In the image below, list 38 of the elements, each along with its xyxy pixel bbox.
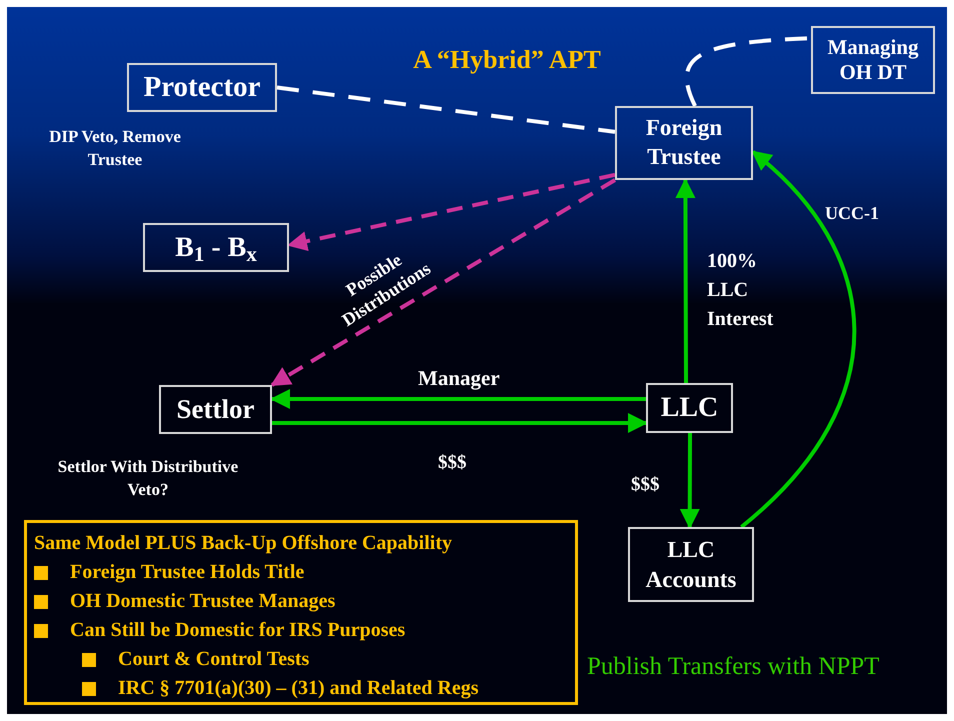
bullet-text: IRC § 7701(a)(30) – (31) and Related Regs <box>118 676 479 701</box>
box-label: LLC <box>660 391 718 425</box>
entity-box <box>811 26 935 94</box>
note-box <box>24 520 578 705</box>
box-label: B$_{1}$ - B$_{x}$ <box>175 230 257 268</box>
arrow <box>270 178 616 387</box>
box-label: LLC Accounts <box>644 536 738 594</box>
bullet-text: Court & Control Tests <box>118 647 310 672</box>
note-text: Settlor With Distributive Veto? <box>56 456 240 501</box>
entity-box <box>127 63 277 112</box>
arrow <box>270 389 646 409</box>
box-label: Settlor <box>176 393 254 426</box>
arrow <box>272 413 648 433</box>
box-label: Protector <box>144 70 260 105</box>
edge-label: $$$ <box>438 451 468 475</box>
note-text: Publish Transfers with NPPT <box>587 652 880 682</box>
entity-box <box>159 385 272 434</box>
edge-label: UCC-1 <box>825 202 880 225</box>
note-text: DIP Veto, Remove Trustee <box>48 126 182 171</box>
edge-label: Manager <box>418 365 501 392</box>
box-label: Foreign Trustee <box>644 114 724 171</box>
dashed-connector <box>276 86 616 134</box>
bullet-text: OH Domestic Trustee Manages <box>70 589 336 614</box>
arrow <box>675 178 696 383</box>
bullet-text: Can Still be Domestic for IRS Purposes <box>70 618 406 643</box>
arrow <box>740 150 856 528</box>
box-label: Managing OH DT <box>826 34 920 86</box>
entity-box <box>646 383 733 433</box>
entity-box <box>143 223 289 272</box>
note-heading: Same Model PLUS Back-Up Offshore Capability <box>34 531 453 556</box>
title: A “Hybrid” APT <box>412 44 602 76</box>
bullet-text: Foreign Trustee Holds Title <box>70 560 304 585</box>
arrow <box>680 433 700 529</box>
edge-label: $$$ <box>631 473 660 497</box>
edge-label: 100% LLC Interest <box>707 249 774 332</box>
entity-box <box>628 527 754 602</box>
arrow <box>287 172 616 252</box>
entity-box <box>615 106 753 180</box>
